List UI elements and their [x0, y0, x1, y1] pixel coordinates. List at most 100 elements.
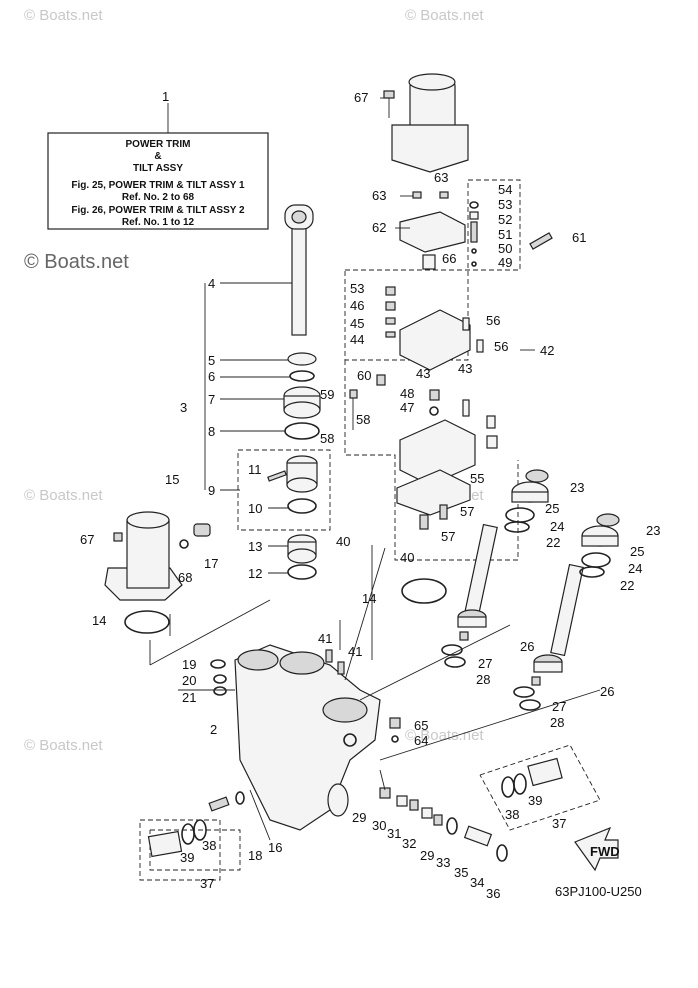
title-line-6: Fig. 26, POWER TRIM & TILT ASSY 2 [71, 205, 245, 216]
callout-19: 19 [182, 657, 196, 672]
callout-25a: 25 [545, 501, 559, 516]
title-box: POWER TRIM & TILT ASSY Fig. 25, POWER TR… [47, 103, 269, 230]
callout-21: 21 [182, 690, 196, 705]
bottom-valve-parts [379, 787, 508, 862]
callout-38a: 38 [202, 838, 216, 853]
callout-26b: 26 [600, 684, 614, 699]
callout-67b: 67 [80, 532, 94, 547]
callout-43a: 43 [416, 366, 430, 381]
callout-50: 50 [498, 241, 512, 256]
plug-65 [389, 717, 401, 729]
callout-59: 59 [320, 387, 334, 402]
watermark-low-right: © Boats.net [405, 727, 484, 744]
callout-2: 2 [210, 722, 217, 737]
callout-36: 36 [486, 886, 500, 901]
callout-61: 61 [572, 230, 586, 245]
callout-38b: 38 [505, 807, 519, 822]
callout-24a: 24 [550, 519, 564, 534]
o-ring-14-right [401, 578, 447, 604]
fwd-label: FWD [590, 844, 620, 859]
callout-40b: 40 [400, 550, 414, 565]
title-line-4: Fig. 25, POWER TRIM & TILT ASSY 1 [71, 180, 245, 191]
callout-29b: 29 [420, 848, 434, 863]
callout-65: 65 [414, 718, 428, 733]
callout-10: 10 [248, 501, 262, 516]
reservoir-15 [104, 511, 211, 634]
callout-47: 47 [400, 400, 414, 415]
callout-9: 9 [208, 483, 215, 498]
title-line-3: TILT ASSY [133, 163, 183, 174]
callout-52: 52 [498, 212, 512, 227]
callout-44: 44 [350, 332, 364, 347]
callout-45: 45 [350, 316, 364, 331]
callout-49: 49 [498, 255, 512, 270]
callout-53a: 53 [498, 197, 512, 212]
callout-4: 4 [208, 276, 215, 291]
callout-3: 3 [180, 400, 187, 415]
callout-42: 42 [540, 343, 554, 358]
callout-56a: 56 [486, 313, 500, 328]
callout-55: 55 [470, 471, 484, 486]
title-line-1: POWER TRIM [126, 139, 191, 150]
callout-20: 20 [182, 673, 196, 688]
callout-67a: 67 [354, 90, 368, 105]
trim-cylinder-right-a [441, 523, 498, 668]
callout-12: 12 [248, 566, 262, 581]
callout-43b: 43 [458, 361, 472, 376]
callout-37a: 37 [200, 876, 214, 891]
rod-rings [283, 352, 321, 440]
diagram-code: 63PJ100-U250 [555, 884, 642, 899]
callout-32: 32 [402, 836, 416, 851]
callout-68: 68 [178, 570, 192, 585]
valve-block-lower [349, 374, 498, 530]
callout-1: 1 [162, 89, 169, 104]
valve-block-upper [385, 286, 484, 371]
watermark-big: © Boats.net [24, 251, 129, 273]
callout-41a: 41 [318, 631, 332, 646]
callout-22a: 22 [546, 535, 560, 550]
bolt-67-top [383, 90, 395, 118]
callout-58b: 58 [320, 431, 334, 446]
piston-assembly [267, 455, 318, 580]
callout-14a: 14 [92, 613, 106, 628]
callout-40a: 40 [336, 534, 350, 549]
callout-54: 54 [498, 182, 512, 197]
callout-39b: 39 [528, 793, 542, 808]
leader-lines [149, 97, 601, 841]
fwd-arrow-icon: FWD [574, 826, 620, 872]
callout-57a: 57 [460, 504, 474, 519]
callout-33: 33 [436, 855, 450, 870]
valve-stack [469, 201, 553, 267]
callout-28b: 28 [550, 715, 564, 730]
callout-39a: 39 [180, 850, 194, 865]
callout-8: 8 [208, 424, 215, 439]
callout-30: 30 [372, 818, 386, 833]
title-line-2: & [154, 151, 161, 162]
pump-plate-62 [399, 191, 466, 270]
callout-11: 11 [248, 462, 262, 477]
callout-34: 34 [470, 875, 484, 890]
callout-14b: 14 [362, 591, 376, 606]
pin-41-b [337, 661, 345, 675]
callout-6: 6 [208, 369, 215, 384]
callout-37b: 37 [552, 816, 566, 831]
callout-29a: 29 [352, 810, 366, 825]
callout-64: 64 [414, 733, 428, 748]
pin-41-a [325, 649, 333, 663]
manual-valve-right [501, 757, 563, 798]
callout-28a: 28 [476, 672, 490, 687]
callout-24b: 24 [628, 561, 642, 576]
callout-60: 60 [357, 368, 371, 383]
ring-64 [391, 735, 399, 743]
callout-7: 7 [208, 392, 215, 407]
title-line-7: Ref. No. 1 to 12 [122, 217, 195, 228]
callouts: 1 2 3 4 5 6 7 8 9 10 11 12 13 14 14 15 1… [80, 89, 660, 901]
trim-cylinder-right-b [513, 563, 584, 711]
callout-48: 48 [400, 386, 414, 401]
callout-15: 15 [165, 472, 179, 487]
callout-18: 18 [248, 848, 262, 863]
callout-46: 46 [350, 298, 364, 313]
title-line-5: Ref. No. 2 to 68 [122, 192, 195, 203]
watermark-low-left: © Boats.net [24, 737, 103, 754]
